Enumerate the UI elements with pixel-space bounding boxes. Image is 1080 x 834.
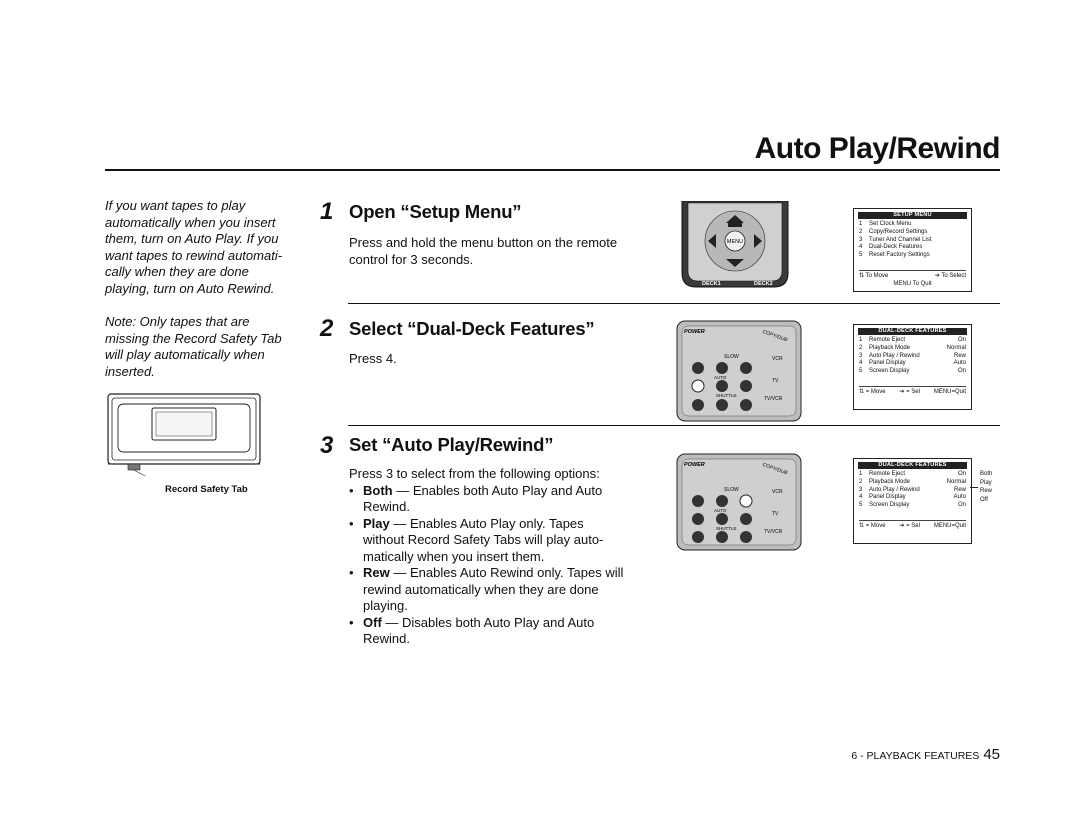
title-rule — [105, 169, 1000, 171]
vcr-label: VCR — [772, 489, 783, 495]
step-3-intro: Press 3 to select from the following opt… — [349, 466, 600, 481]
dual-deck-footer: ⇅ = Move ➔ = Sel MENU=Quit — [859, 385, 966, 397]
setup-menu-footer: ⇅ To Move ➔ To Select — [859, 269, 966, 281]
tv-label: TV — [772, 378, 779, 384]
step-2-number: 2 — [320, 315, 334, 342]
auto-label: AUTO — [714, 508, 727, 513]
step-1-number: 1 — [320, 198, 334, 225]
power-label: POWER — [684, 329, 705, 335]
step-1-body: Press and hold the menu button on the re… — [349, 235, 618, 267]
power-label: POWER — [684, 462, 705, 468]
right-arrow-icon: ➔ — [899, 388, 905, 395]
option-both: •Both — Enables both Auto Play and Auto … — [349, 482, 603, 515]
up-down-arrow-icon: ⇅ — [859, 388, 865, 395]
deck2-label: DECK2 — [754, 281, 773, 287]
vcr-label: VCR — [772, 356, 783, 362]
remote-keypad-illustration-3: POWER COPY/DUB SLOW VCR AUTO TV SHUTTLE … — [676, 453, 802, 551]
option-play: •Play — Enables Auto Play only. Tapes wi… — [349, 515, 604, 564]
deck1-label: DECK1 — [702, 281, 721, 287]
right-arrow-icon: ➔ — [934, 272, 940, 279]
auto-label: AUTO — [714, 375, 727, 380]
slow-label: SLOW — [724, 354, 739, 360]
shuttle-label: SHUTTLE — [716, 393, 737, 398]
callout-line — [970, 487, 978, 488]
page-number: 45 — [983, 746, 1000, 763]
dual-deck-menu-header: DUAL-DECK FEATURES — [858, 328, 967, 335]
section-label: 6 - PLAYBACK FEATURES — [851, 750, 980, 762]
remote-keypad-illustration-2: POWER COPY/DUB SLOW VCR AUTO TV SHUTTLE … — [676, 320, 802, 422]
menu-button-label: MENU — [727, 239, 743, 245]
remote-menu-illustration: MENU DECK1 DECK2 — [681, 201, 789, 288]
record-safety-tab — [127, 463, 141, 471]
right-arrow-icon: ➔ — [899, 522, 905, 529]
page-title: Auto Play/Rewind — [754, 132, 1001, 165]
step-2-title: Select “Dual-Deck Features” — [349, 318, 595, 339]
shuttle-label: SHUTTLE — [716, 526, 737, 531]
dual-deck-menu-header: DUAL-DECK FEATURES — [858, 462, 967, 469]
up-down-arrow-icon: ⇅ — [859, 272, 865, 279]
step-3-body: Press 3 to select from the following opt… — [349, 466, 624, 648]
option-list: •Both — Enables both Auto Play and Auto … — [349, 483, 624, 648]
tv-label: TV — [772, 511, 779, 517]
setup-menu-quit: MENU To Quit — [893, 280, 932, 287]
tv-vcr-label: TV/VCR — [764, 396, 783, 402]
vhs-tape-illustration — [107, 393, 261, 476]
step-2-body: Press 4. — [349, 351, 397, 366]
tv-vcr-label: TV/VCR — [764, 529, 783, 535]
record-tab-caption: Record Safety Tab — [165, 484, 248, 495]
dual-deck-footer: ⇅ = Move ➔ = Sel MENU=Quit — [859, 519, 966, 531]
option-callout: Both Play Rew Off — [980, 471, 993, 503]
setup-menu-header: SETUP MENU — [858, 212, 967, 219]
step-3-title: Set “Auto Play/Rewind” — [349, 434, 554, 455]
option-rew: •Rew — Enables Auto Rewind only. Tapes w… — [349, 565, 624, 613]
up-down-arrow-icon: ⇅ — [859, 522, 865, 529]
intro-text: If you want tapes to play automatically … — [105, 198, 283, 296]
step-separator — [348, 303, 1000, 304]
step-3-number: 3 — [320, 432, 334, 459]
option-off: •Off — Disables both Auto Play and Auto … — [349, 614, 595, 647]
note-text: Note: Only tapes that are missing the Re… — [105, 314, 282, 379]
slow-label: SLOW — [724, 487, 739, 493]
step-separator — [348, 425, 1000, 426]
step-1-title: Open “Setup Menu” — [349, 201, 522, 222]
